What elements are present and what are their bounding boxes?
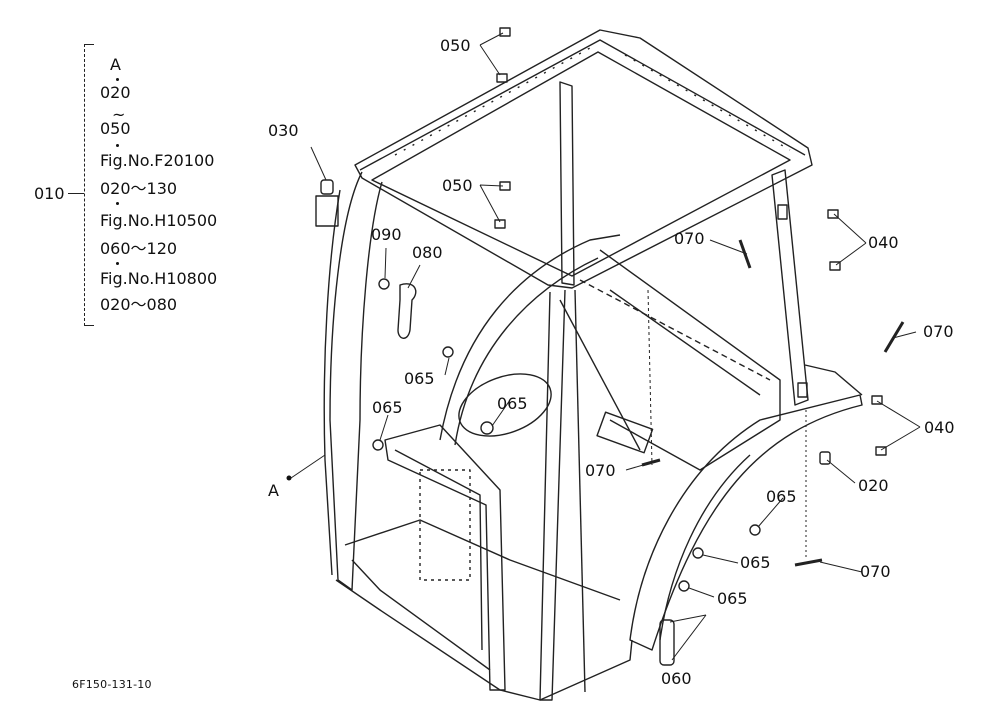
callout-070: 070 bbox=[860, 562, 891, 581]
legend-line-fig-h10800: Fig.No.H10800 bbox=[100, 269, 218, 288]
part-060 bbox=[659, 619, 675, 666]
legend-line-020: 020 bbox=[100, 83, 131, 102]
legend-line-020-130: 020～130 bbox=[100, 179, 178, 198]
legend-line-fig-f20100: Fig.No.F20100 bbox=[100, 151, 215, 170]
legend-dot bbox=[116, 144, 119, 147]
front-console bbox=[384, 424, 506, 691]
callout-050: 050 bbox=[440, 36, 471, 55]
callout-020: 020 bbox=[858, 476, 889, 495]
part-090 bbox=[378, 278, 390, 290]
callout-090: 090 bbox=[371, 225, 402, 244]
callout-065: 065 bbox=[766, 487, 797, 506]
callout-065: 065 bbox=[372, 398, 403, 417]
callout-040: 040 bbox=[924, 418, 955, 437]
legend-dot bbox=[116, 78, 119, 81]
legend-brace bbox=[84, 44, 94, 326]
roof-frame bbox=[354, 29, 813, 289]
callout-065: 065 bbox=[740, 553, 771, 572]
callout-030: 030 bbox=[268, 121, 299, 140]
callout-050: 050 bbox=[442, 176, 473, 195]
legend-dot bbox=[116, 202, 119, 205]
callout-040: 040 bbox=[868, 233, 899, 252]
legend-line-fig-h10500: Fig.No.H10500 bbox=[100, 211, 218, 230]
callout-060: 060 bbox=[661, 669, 692, 688]
legend-dot bbox=[116, 262, 119, 265]
reference-code: 6F150-131-10 bbox=[72, 678, 152, 691]
legend-line-tilde: ~ bbox=[112, 105, 126, 124]
callout-080: 080 bbox=[412, 243, 443, 262]
part-070-a bbox=[738, 239, 752, 269]
callout-070: 070 bbox=[923, 322, 954, 341]
callout-point-a: A bbox=[268, 481, 279, 500]
legend-line-050: 050 bbox=[100, 119, 131, 138]
legend-group-label: 010 bbox=[34, 184, 65, 203]
legend-line-020-080: 020～080 bbox=[100, 295, 178, 314]
part-080 bbox=[397, 283, 417, 339]
left-front-pillar bbox=[329, 171, 383, 591]
part-030 bbox=[320, 179, 334, 195]
part-065-a bbox=[442, 346, 454, 358]
part-040 bbox=[827, 209, 839, 219]
floor-frame bbox=[335, 579, 633, 701]
legend-line-060-120: 060～120 bbox=[100, 239, 178, 258]
part-020 bbox=[819, 451, 831, 465]
part-050-top bbox=[499, 27, 511, 37]
legend-line-a: A bbox=[110, 55, 121, 74]
left-fender bbox=[439, 234, 621, 441]
right-fender bbox=[629, 394, 863, 651]
callout-070: 070 bbox=[585, 461, 616, 480]
legend-group-connector bbox=[68, 193, 84, 194]
center-pillar bbox=[559, 81, 575, 286]
callout-070: 070 bbox=[674, 229, 705, 248]
legend: A 020 ~ 050 Fig.No.F20100 020～130 Fig.No… bbox=[100, 52, 260, 322]
callout-065: 065 bbox=[404, 369, 435, 388]
callout-065: 065 bbox=[717, 589, 748, 608]
detail-ring bbox=[458, 373, 552, 437]
right-rear-pillar bbox=[771, 169, 809, 406]
callout-065: 065 bbox=[497, 394, 528, 413]
